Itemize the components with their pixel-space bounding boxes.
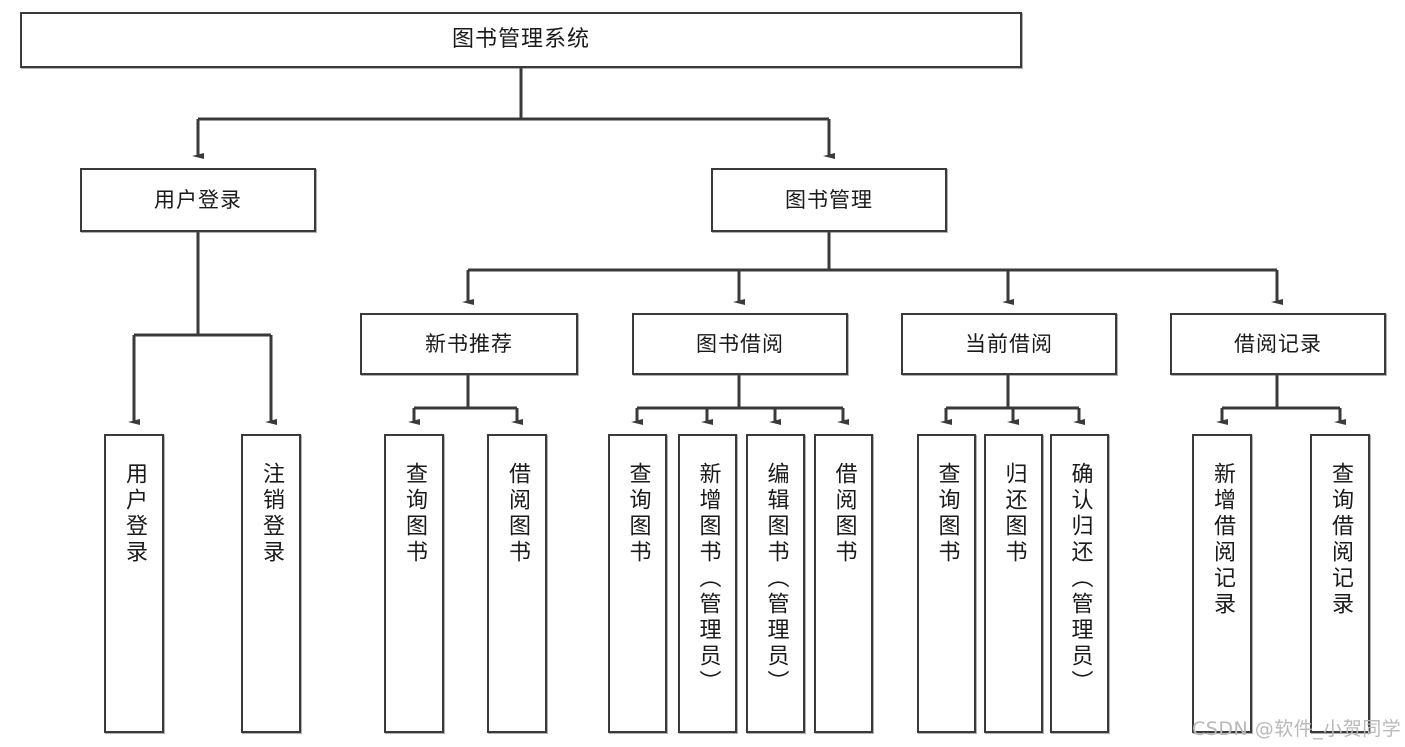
leaf-user-login[interactable]: 用户登录 xyxy=(104,434,164,733)
node-label: 借阅图书 xyxy=(505,462,530,566)
node-new-book-recommendation[interactable]: 新书推荐 xyxy=(360,313,578,375)
node-label: 图书管理 xyxy=(785,187,873,212)
node-label: 用户登录 xyxy=(154,187,242,212)
leaf-add-book-admin[interactable]: 新增图书（管理员） xyxy=(678,434,737,733)
node-label: 确认归还（管理员） xyxy=(1067,462,1093,696)
leaf-borrow-book-recommend[interactable]: 借阅图书 xyxy=(487,434,547,733)
node-current-borrowing[interactable]: 当前借阅 xyxy=(901,313,1117,375)
node-label: 归还图书 xyxy=(1001,462,1027,566)
leaf-query-book-recommend[interactable]: 查询图书 xyxy=(384,434,444,733)
node-label: 新书推荐 xyxy=(425,331,513,356)
node-label: 借阅记录 xyxy=(1234,331,1322,356)
leaf-add-borrow-record[interactable]: 新增借阅记录 xyxy=(1192,434,1252,733)
node-label: 查询图书 xyxy=(934,462,960,566)
node-label: 查询图书 xyxy=(625,462,651,566)
leaf-edit-book-admin[interactable]: 编辑图书（管理员） xyxy=(746,434,805,733)
csdn-watermark: CSDN @软件_小贺同学 xyxy=(1192,718,1402,740)
node-borrowing-record[interactable]: 借阅记录 xyxy=(1170,313,1386,375)
node-user-login[interactable]: 用户登录 xyxy=(80,168,316,232)
node-book-management[interactable]: 图书管理 xyxy=(711,168,947,232)
node-label: 当前借阅 xyxy=(965,331,1053,356)
leaf-query-borrow-record[interactable]: 查询借阅记录 xyxy=(1310,434,1370,733)
node-label: 新增图书（管理员） xyxy=(695,462,721,696)
node-label: 注销登录 xyxy=(259,462,284,566)
node-label: 用户登录 xyxy=(122,462,147,566)
leaf-borrow-book[interactable]: 借阅图书 xyxy=(814,434,873,733)
node-label: 图书借阅 xyxy=(696,331,784,356)
node-book-management-system[interactable]: 图书管理系统 xyxy=(20,12,1022,68)
leaf-confirm-return-admin[interactable]: 确认归还（管理员） xyxy=(1050,434,1109,733)
node-label: 借阅图书 xyxy=(831,462,857,566)
leaf-query-book-borrow[interactable]: 查询图书 xyxy=(608,434,667,733)
node-book-borrowing[interactable]: 图书借阅 xyxy=(632,313,848,375)
node-label: 新增借阅记录 xyxy=(1210,462,1235,618)
node-label: 查询图书 xyxy=(402,462,427,566)
node-label: 编辑图书（管理员） xyxy=(763,462,789,696)
node-label: 图书管理系统 xyxy=(451,27,590,53)
node-label: 查询借阅记录 xyxy=(1328,462,1353,618)
leaf-return-book[interactable]: 归还图书 xyxy=(984,434,1043,733)
leaf-logout[interactable]: 注销登录 xyxy=(241,434,301,733)
leaf-query-book-current[interactable]: 查询图书 xyxy=(917,434,976,733)
